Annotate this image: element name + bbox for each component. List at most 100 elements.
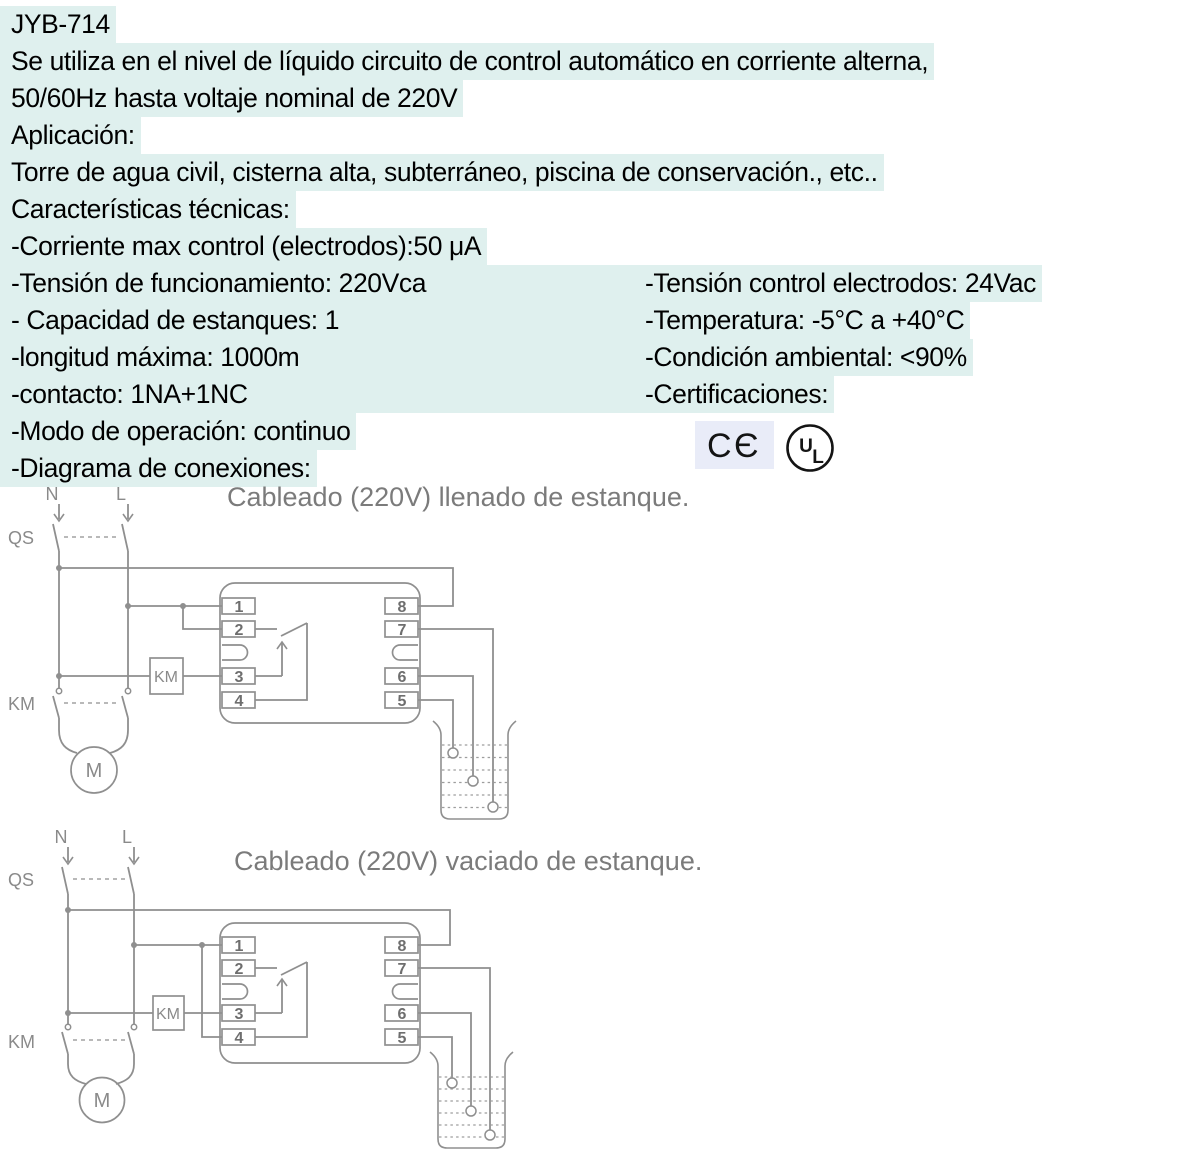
terminal-number: 2: [235, 622, 244, 639]
terminal-4: [221, 1028, 256, 1046]
km-contact-label: KM: [8, 1032, 35, 1052]
electrode-tank: [429, 1051, 514, 1149]
junction-dot: [56, 565, 62, 571]
phase-n-label: N: [55, 827, 68, 847]
spec-right-certifications: -Certificaciones:: [645, 376, 835, 413]
electrode-tip-mid: [465, 1105, 477, 1117]
spec-text-block: JYB-714 Se utiliza en el nivel de líquid…: [0, 6, 1196, 487]
diagram-filling: Cableado (220V) llenado de estanque. N L…: [8, 482, 689, 820]
terminal-6: [384, 667, 419, 685]
terminal-number: 8: [398, 938, 407, 955]
phase-n-label: N: [46, 484, 59, 504]
terminal-5: [384, 691, 419, 709]
terminal-blank-left: [222, 983, 249, 1000]
motor-circle: [78, 1076, 126, 1124]
description-line-2: 50/60Hz hasta voltaje nominal de 220V: [0, 80, 464, 117]
ul-letter-l: L: [812, 447, 824, 468]
terminal-blank-left: [222, 644, 249, 661]
terminal-7: [384, 959, 419, 977]
terminal-number: 3: [235, 1006, 244, 1023]
tech-label: Características técnicas:: [0, 191, 296, 228]
spec-right-electrode-voltage: -Tensión control electrodos: 24Vac: [645, 265, 1042, 302]
terminal-1: [221, 936, 256, 954]
terminal-number: 4: [235, 1030, 244, 1047]
contact-node: [130, 1023, 138, 1031]
diagram-emptying: Cableado (220V) vaciado de estanque. N L…: [8, 827, 702, 1149]
terminal-8: [384, 597, 419, 615]
spec-right-temperature: -Temperatura: -5°C a +40°C: [645, 302, 971, 339]
description-row-1: Se utiliza en el nivel de líquido circui…: [0, 43, 1196, 80]
power-wires: [61, 847, 491, 1130]
contact-node: [64, 1023, 72, 1031]
electrode-tip-low: [484, 1129, 496, 1141]
terminal-8: [384, 936, 419, 954]
terminal-3: [221, 1004, 256, 1022]
km-contact-label: KM: [8, 694, 35, 714]
km-coil: KM: [152, 995, 185, 1031]
qs-switch-label: QS: [8, 870, 34, 890]
terminal-5: [384, 1028, 419, 1046]
terminal-number: 8: [398, 599, 407, 616]
mode-row: -Modo de operación: continuo: [0, 413, 1196, 450]
description-row-2: 50/60Hz hasta voltaje nominal de 220V: [0, 80, 1196, 117]
terminal-number: 1: [235, 599, 244, 616]
motor-label: M: [94, 1090, 111, 1112]
mode-line: -Modo de operación: continuo: [0, 413, 357, 450]
application-label-row: Aplicación:: [0, 117, 1196, 154]
terminal-number: 6: [398, 669, 407, 686]
ul-circle: [786, 424, 834, 472]
phase-l-label: L: [116, 484, 126, 504]
electrode-tip-low: [487, 801, 499, 813]
junction-dot: [65, 907, 71, 913]
terminal-number: 5: [398, 1030, 407, 1047]
spec-right-humidity: -Condición ambiental: <90%: [645, 339, 973, 376]
phase-l-label: L: [122, 827, 132, 847]
spec-left-length: -longitud máxima: 1000m: [0, 339, 645, 376]
ce-badge-background: [695, 421, 774, 469]
terminal-number: 7: [398, 961, 407, 978]
contact-node: [55, 687, 63, 695]
electrode-tank: [432, 720, 517, 820]
terminal-blank-right: [391, 983, 418, 1000]
ul-mark: U L: [786, 424, 834, 472]
electrode-tip-high: [447, 747, 459, 759]
terminal-number: 1: [235, 938, 244, 955]
relay-box: 1 2 3 4 8 7 6 5: [219, 582, 421, 724]
ce-letter-e: Є: [734, 427, 758, 465]
spec-left-contact: -contacto: 1NA+1NC: [0, 376, 645, 413]
junction-dot: [65, 1010, 71, 1016]
ce-letter-c: C: [707, 427, 732, 465]
electrode-tip-high: [446, 1077, 458, 1089]
junction-dot: [56, 673, 62, 679]
relay-box: 1 2 3 4 8 7 6 5: [219, 922, 421, 1064]
km-coil-box: [149, 657, 184, 695]
terminal-1: [221, 597, 256, 615]
power-wires: [52, 504, 494, 802]
spec-row-length: -longitud máxima: 1000m -Condición ambie…: [0, 339, 1196, 376]
description-line-1: Se utiliza en el nivel de líquido circui…: [0, 43, 935, 80]
terminal-number: 3: [235, 669, 244, 686]
junction-dot: [131, 942, 137, 948]
model-number: JYB-714: [0, 6, 116, 43]
contact-node: [124, 687, 132, 695]
spec-left-voltage: -Tensión de funcionamiento: 220Vca: [0, 265, 645, 302]
km-coil-label: KM: [156, 1006, 180, 1023]
terminal-4: [221, 691, 256, 709]
spec-row-capacity: - Capacidad de estanques: 1 -Temperatura…: [0, 302, 1196, 339]
tank-outline: [432, 720, 517, 820]
model-row: JYB-714: [0, 6, 1196, 43]
motor-circle: [70, 746, 118, 794]
terminal-number: 6: [398, 1006, 407, 1023]
application-label: Aplicación:: [0, 117, 141, 154]
relay-outline: [219, 922, 421, 1064]
application-text-row: Torre de agua civil, cisterna alta, subt…: [0, 154, 1196, 191]
spec-left-capacity: - Capacidad de estanques: 1: [0, 302, 645, 339]
motor: M: [78, 1076, 126, 1124]
diagram-label-row: -Diagrama de conexiones:: [0, 450, 1196, 487]
motor: M: [70, 746, 118, 794]
terminal-6: [384, 1004, 419, 1022]
terminal-2: [221, 959, 256, 977]
electrode-tip-mid: [467, 775, 479, 787]
terminal-blank-right: [391, 644, 418, 661]
